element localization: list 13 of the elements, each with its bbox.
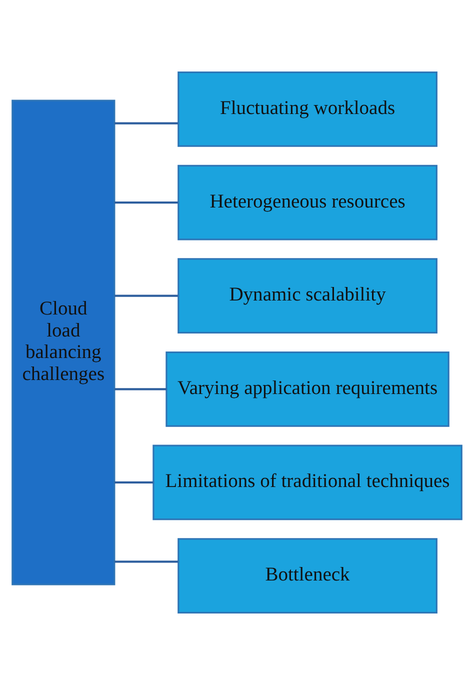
node-box: Varying application requirements bbox=[166, 351, 450, 427]
node-box: Limitations of traditional techniques bbox=[152, 444, 462, 520]
connector bbox=[114, 481, 154, 484]
node-box: Fluctuating workloads bbox=[178, 72, 438, 147]
node-box: Heterogeneous resources bbox=[178, 164, 438, 240]
node-box: Dynamic scalability bbox=[178, 258, 438, 334]
node-box: Bottleneck bbox=[178, 538, 438, 614]
connector bbox=[114, 388, 166, 390]
connector bbox=[114, 122, 178, 124]
connector bbox=[114, 201, 178, 204]
connector bbox=[114, 560, 178, 563]
connector bbox=[114, 294, 178, 297]
node-box: Cloud load balancing challenges bbox=[12, 100, 116, 586]
